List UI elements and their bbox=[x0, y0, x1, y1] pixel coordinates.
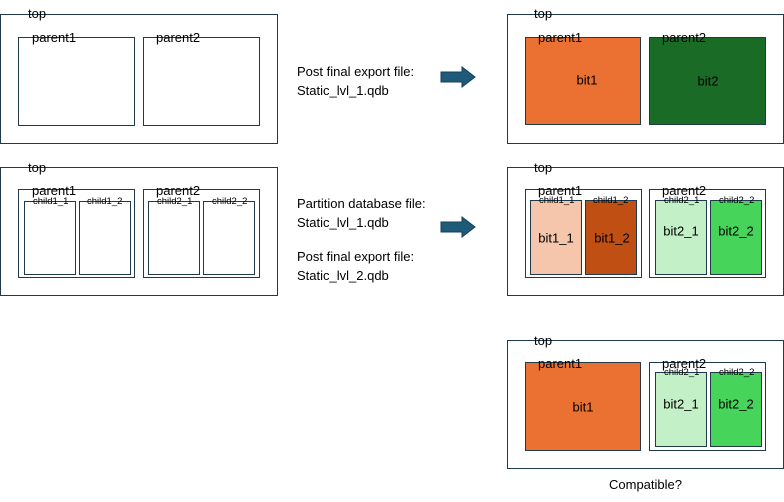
row2-note-line4: Static_lvl_2.qdb bbox=[297, 268, 389, 283]
row2-note-partition: Partition database file: Static_lvl_1.qd… bbox=[297, 194, 426, 232]
row2-note-line3: Post final export file: bbox=[297, 249, 415, 264]
child2-1-label: child2_1 bbox=[157, 196, 193, 207]
parent1-label: parent1 bbox=[538, 30, 583, 45]
bit1-label: bit1 bbox=[576, 72, 598, 88]
compatible-question: Compatible? bbox=[609, 477, 682, 492]
top-label: top bbox=[534, 6, 553, 21]
parent2-label: parent2 bbox=[156, 30, 201, 45]
row1-note-line1: Post final export file: bbox=[297, 64, 415, 79]
bit1-1-label: bit1_1 bbox=[538, 230, 574, 246]
bit1-2-label: bit1_2 bbox=[594, 230, 630, 246]
parent2-label: parent2 bbox=[156, 183, 201, 198]
parent2-label: parent2 bbox=[662, 356, 707, 371]
child1-1-label: child1_1 bbox=[539, 195, 575, 206]
child2-1-box bbox=[148, 201, 200, 275]
parent1-label: parent1 bbox=[32, 183, 77, 198]
top-label: top bbox=[534, 333, 553, 348]
top-label: top bbox=[28, 6, 47, 21]
child2-2-label: child2_2 bbox=[719, 195, 755, 206]
row1-note: Post final export file: Static_lvl_1.qdb bbox=[297, 62, 414, 100]
bit2-label: bit2 bbox=[697, 73, 719, 89]
parent1-bit1-region bbox=[525, 362, 641, 451]
child2-1-label: child2_1 bbox=[664, 195, 700, 206]
child1-1-box bbox=[24, 201, 76, 275]
parent1-label: parent1 bbox=[538, 356, 583, 371]
child1-1-label: child1_1 bbox=[33, 196, 69, 207]
bit2-2-label: bit2_2 bbox=[718, 396, 754, 412]
parent2-label: parent2 bbox=[662, 30, 707, 45]
child2-2-label: child2_2 bbox=[212, 196, 248, 207]
child1-2-box bbox=[79, 201, 131, 275]
child2-2-label: child2_2 bbox=[719, 367, 755, 378]
parent1-bit1-region bbox=[525, 37, 641, 125]
row2-note-line2: Static_lvl_1.qdb bbox=[297, 215, 389, 230]
row2-note-line1: Partition database file: bbox=[297, 196, 426, 211]
bit2-2-label: bit2_2 bbox=[718, 223, 754, 239]
child2-2-bit2-2-region bbox=[710, 200, 762, 275]
bit2-1-label: bit2_1 bbox=[663, 223, 699, 239]
child2-1-bit2-1-region bbox=[655, 200, 707, 275]
top-label: top bbox=[534, 160, 553, 175]
arrow-right-icon bbox=[440, 66, 476, 88]
bit2-1-label: bit2_1 bbox=[663, 396, 699, 412]
row1-note-line2: Static_lvl_1.qdb bbox=[297, 83, 389, 98]
child1-1-bit1-1-region bbox=[530, 200, 582, 275]
parent1-label: parent1 bbox=[538, 183, 583, 198]
child2-2-bit2-2-region bbox=[710, 372, 762, 447]
child2-1-bit2-1-region bbox=[655, 372, 707, 447]
parent1-label: parent1 bbox=[32, 30, 77, 45]
child1-2-bit1-2-region bbox=[585, 200, 637, 275]
top-label: top bbox=[28, 160, 47, 175]
child2-1-label: child2_1 bbox=[664, 367, 700, 378]
child2-2-box bbox=[203, 201, 255, 275]
parent1-box bbox=[18, 37, 135, 126]
parent2-label: parent2 bbox=[662, 183, 707, 198]
child1-2-label: child1_2 bbox=[593, 195, 629, 206]
parent2-bit2-region bbox=[649, 37, 766, 125]
bit1-label: bit1 bbox=[572, 399, 594, 415]
row2-note-export: Post final export file: Static_lvl_2.qdb bbox=[297, 247, 414, 285]
arrow-right-icon bbox=[440, 216, 476, 238]
parent2-box bbox=[143, 37, 260, 126]
child1-2-label: child1_2 bbox=[87, 196, 123, 207]
